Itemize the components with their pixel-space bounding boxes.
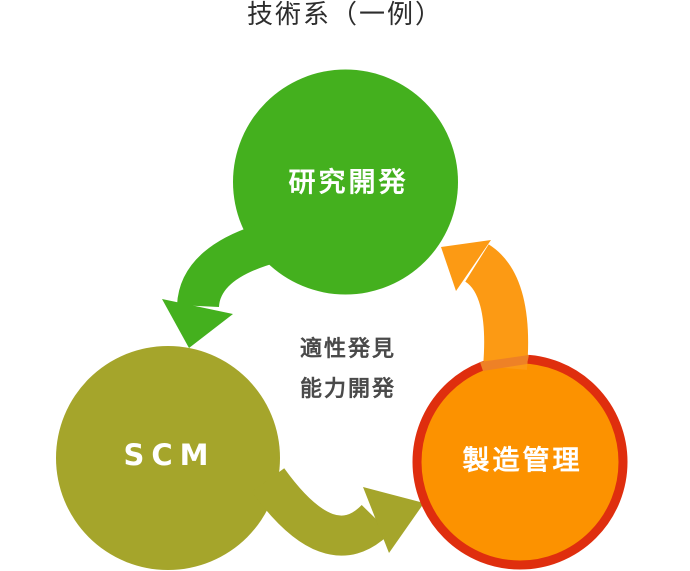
arrow-mfg-to-rnd-head [441, 240, 491, 291]
scm-label: SCM [123, 438, 216, 472]
mfg-label: 製造管理 [462, 445, 583, 477]
arrow-mfg-to-rnd-band [463, 244, 529, 370]
arrow-ring-overlap [480, 355, 529, 371]
center-note-line1: 適性発見 [299, 337, 397, 362]
scm-circle [56, 346, 280, 570]
arrow-scm-to-mfg-head [363, 487, 424, 553]
arrow-scm-to-mfg-band [251, 468, 391, 556]
rnd-circle [233, 69, 458, 295]
rnd-label: 研究開発 [288, 167, 409, 199]
arrow-rnd-to-scm-head [162, 299, 233, 348]
arrow-rnd-to-scm-band [177, 221, 279, 309]
page-title: 技術系（一例） [246, 0, 443, 30]
center-note-line2: 能力開発 [299, 377, 397, 402]
